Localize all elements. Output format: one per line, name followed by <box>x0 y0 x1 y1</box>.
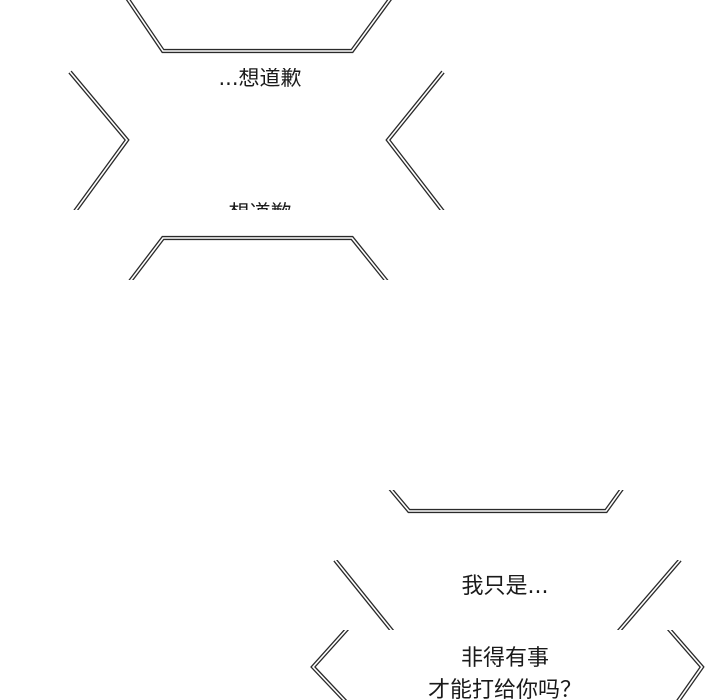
bubble-outline <box>385 70 445 210</box>
bubble-outline <box>125 0 392 54</box>
speech-text: ...想道歉 <box>218 68 302 90</box>
speech-text: 我只是... <box>461 574 549 599</box>
speech-text: 非得有事 <box>460 646 549 671</box>
speech-text: 想道歉 <box>150 197 370 210</box>
bubble-outline <box>130 237 387 280</box>
bubble-outline <box>334 560 393 630</box>
bubble-outline <box>310 630 350 700</box>
bubble-outline <box>668 630 704 700</box>
bubble-outline <box>388 490 624 514</box>
speech-text: 才能打给你吗？ <box>427 678 582 700</box>
bubble-outline <box>311 630 348 700</box>
bubble-outline <box>386 71 444 210</box>
bubble-1-top-clip: ...想道歉 <box>150 68 370 98</box>
bubble-outline <box>618 560 681 630</box>
bubble-outline <box>127 0 391 52</box>
bubble-outline <box>666 630 705 700</box>
bubble-outline <box>390 490 623 512</box>
bubble-outline <box>128 235 389 280</box>
bubble-outline <box>69 71 129 210</box>
bubble-outline <box>68 70 130 210</box>
bubble-1-bottom-clip: 想道歉 <box>150 190 370 210</box>
